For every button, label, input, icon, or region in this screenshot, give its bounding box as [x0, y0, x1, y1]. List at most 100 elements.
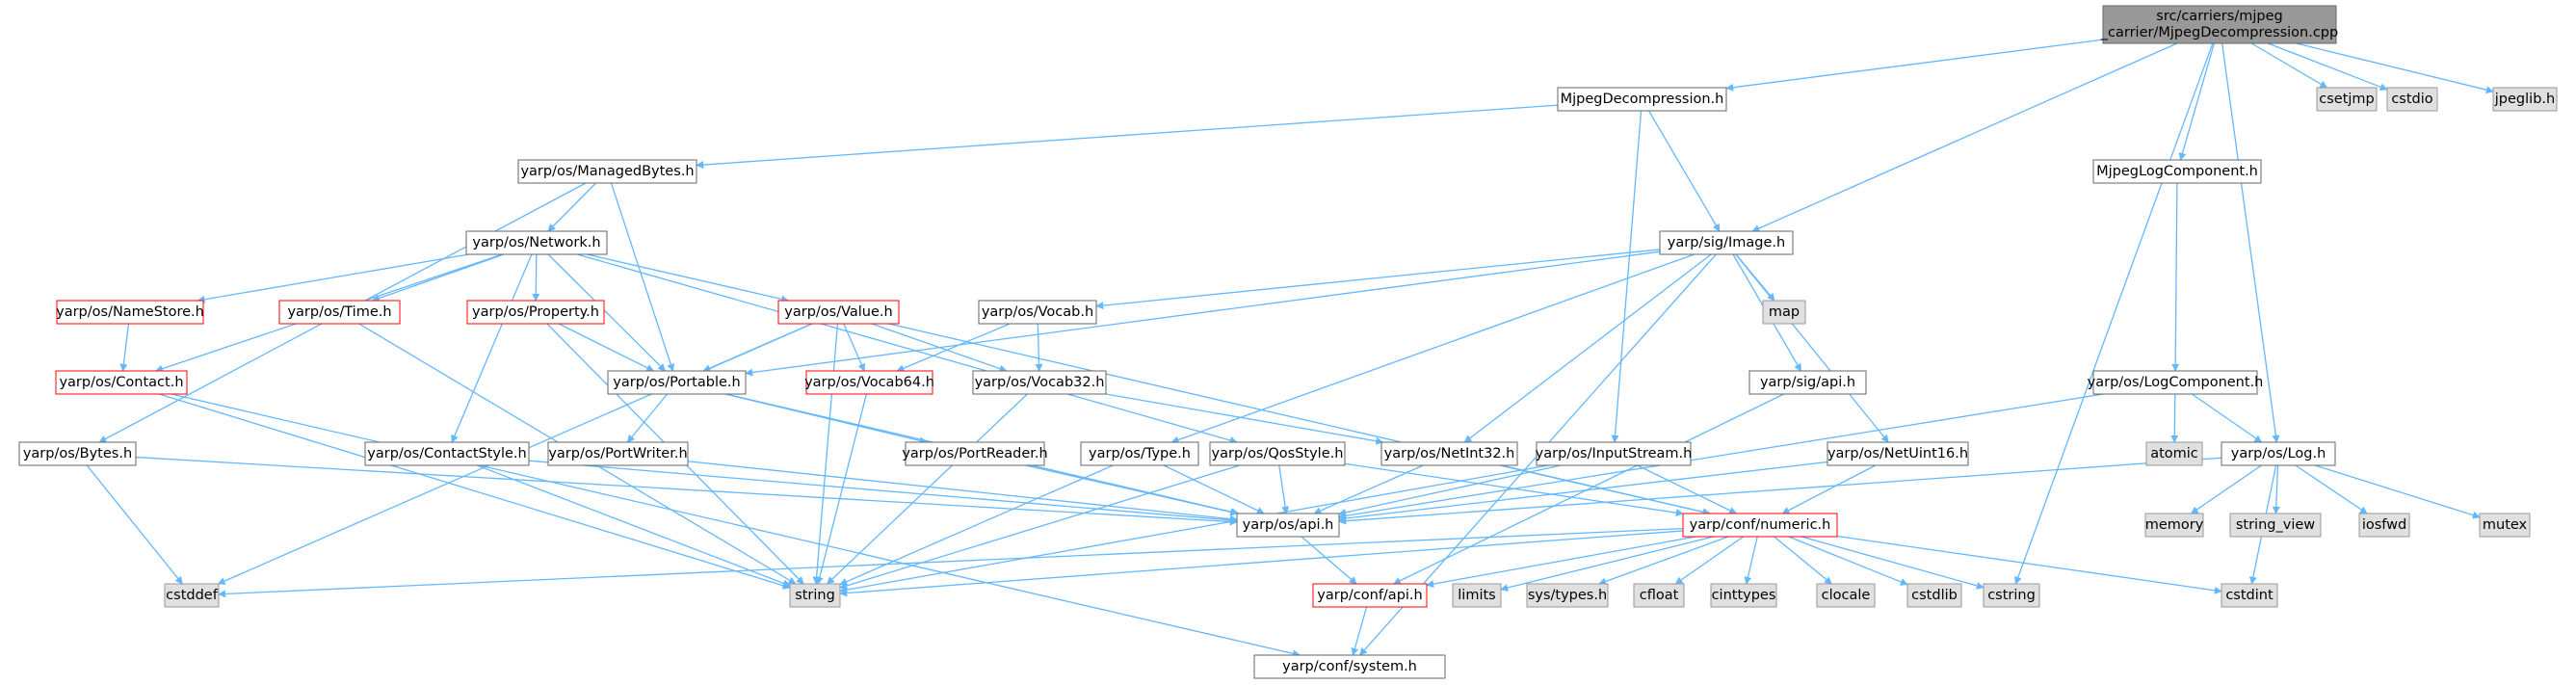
node-systypes: sys/types.h — [1526, 583, 1609, 608]
node-time[interactable]: yarp/os/Time.h — [278, 300, 401, 325]
node-system[interactable]: yarp/conf/system.h — [1253, 654, 1446, 679]
edge-root-to-log — [2221, 42, 2280, 443]
node-label: yarp/os/LogComponent.h — [2088, 375, 2264, 390]
node-value[interactable]: yarp/os/Value.h — [777, 300, 900, 325]
node-map: map — [1762, 300, 1806, 325]
node-numeric[interactable]: yarp/conf/numeric.h — [1682, 513, 1838, 538]
node-network[interactable]: yarp/os/Network.h — [465, 230, 608, 255]
node-label: yarp/sig/Image.h — [1668, 235, 1785, 250]
edge-bytes-to-osapi — [135, 456, 1238, 526]
node-box — [805, 370, 933, 395]
node-label: MjpegDecompression.h — [1561, 92, 1724, 107]
node-portable[interactable]: yarp/os/Portable.h — [607, 370, 747, 395]
edge-numeric-to-limits — [1500, 536, 1714, 592]
node-managed[interactable]: yarp/os/ManagedBytes.h — [517, 159, 697, 184]
edge-managed-to-network — [547, 182, 597, 232]
node-label: yarp/conf/numeric.h — [1690, 517, 1831, 533]
edge-root-to-image — [1751, 42, 2178, 232]
node-box — [56, 300, 204, 325]
node-inputstream[interactable]: yarp/os/InputStream.h — [1536, 441, 1693, 466]
edge-logcomp-to-atomic — [2170, 393, 2179, 443]
node-box — [1452, 583, 1502, 608]
node-box — [2102, 5, 2337, 44]
node-label: clocale — [1822, 588, 1871, 603]
node-label: yarp/os/PortReader.h — [902, 446, 1047, 461]
node-portwriter[interactable]: yarp/os/PortWriter.h — [547, 441, 689, 466]
node-label: cstdlib — [1911, 588, 1958, 603]
edge-portwriter-to-osapi — [687, 461, 1238, 523]
edge-numeric-to-cstddef — [218, 527, 1684, 598]
node-box — [1659, 230, 1794, 255]
edge-vocab32-to-netint32 — [1105, 393, 1384, 445]
node-label: yarp/os/Vocab.h — [982, 304, 1093, 320]
node-box — [1816, 583, 1876, 608]
node-csetjmp: csetjmp — [2316, 87, 2378, 112]
node-osapi[interactable]: yarp/os/api.h — [1236, 513, 1340, 538]
node-property[interactable]: yarp/os/Property.h — [466, 300, 605, 325]
node-box — [2092, 370, 2258, 395]
node-image[interactable]: yarp/sig/Image.h — [1659, 230, 1794, 255]
edge-netint32-to-numeric — [1499, 464, 1711, 516]
node-box — [364, 441, 530, 466]
node-contactstyle[interactable]: yarp/os/ContactStyle.h — [364, 441, 530, 466]
node-box — [517, 159, 697, 184]
node-qosstyle[interactable]: yarp/os/QosStyle.h — [1209, 441, 1346, 466]
edge-mjdec-to-inputstream — [1611, 110, 1643, 443]
node-label: string_view — [2236, 517, 2315, 533]
node-type[interactable]: yarp/os/Type.h — [1080, 441, 1199, 466]
edge-contact-to-string — [158, 393, 791, 590]
node-box — [978, 300, 1097, 325]
node-box — [1827, 441, 1969, 466]
node-label: src/carriers/mjpeg — [2156, 9, 2282, 24]
node-netuint16[interactable]: yarp/os/NetUint16.h — [1827, 441, 1969, 466]
node-box — [2092, 159, 2262, 184]
node-vocab[interactable]: yarp/os/Vocab.h — [978, 300, 1097, 325]
node-mjlog[interactable]: MjpegLogComponent.h — [2092, 159, 2262, 184]
edge-value-to-string — [812, 323, 839, 585]
edge-value-to-vocab64 — [843, 323, 866, 372]
node-confapi[interactable]: yarp/conf/api.h — [1312, 583, 1428, 608]
edge-bytes-to-cstddef — [86, 464, 183, 585]
node-box — [1762, 300, 1806, 325]
node-box — [1209, 441, 1346, 466]
node-box — [1557, 87, 1727, 112]
node-contact[interactable]: yarp/os/Contact.h — [55, 370, 188, 395]
node-bytes[interactable]: yarp/os/Bytes.h — [18, 441, 137, 466]
node-label: yarp/conf/system.h — [1282, 659, 1417, 674]
node-label: yarp/os/ContactStyle.h — [367, 446, 526, 461]
node-cstdlib: cstdlib — [1906, 583, 1962, 608]
edge-network-to-namestore — [197, 253, 469, 303]
edge-numeric-to-confapi — [1426, 536, 1696, 589]
node-box — [1748, 370, 1867, 395]
node-vocab64[interactable]: yarp/os/Vocab64.h — [804, 370, 934, 395]
edge-numeric-to-clocale — [1774, 536, 1832, 585]
node-label: mutex — [2483, 517, 2528, 533]
node-logcomp[interactable]: yarp/os/LogComponent.h — [2088, 370, 2264, 395]
node-label: yarp/os/InputStream.h — [1536, 446, 1693, 461]
node-vocab32[interactable]: yarp/os/Vocab32.h — [972, 370, 1107, 395]
node-mjdec[interactable]: MjpegDecompression.h — [1557, 87, 1727, 112]
node-box — [789, 583, 841, 608]
node-label: limits — [1458, 588, 1495, 603]
node-log[interactable]: yarp/os/Log.h — [2221, 441, 2336, 466]
node-box — [278, 300, 401, 325]
edge-netuint16-to-numeric — [1781, 464, 1877, 514]
node-root[interactable]: src/carriers/mjpeg_carrier/MjpegDecompre… — [2100, 5, 2338, 44]
node-cstddef: cstddef — [164, 583, 220, 608]
node-portreader[interactable]: yarp/os/PortReader.h — [902, 441, 1048, 466]
node-netint32[interactable]: yarp/os/NetInt32.h — [1380, 441, 1518, 466]
node-box — [2221, 583, 2278, 608]
node-namestore[interactable]: yarp/os/NameStore.h — [56, 300, 204, 325]
edge-root-to-mjlog — [2178, 42, 2215, 161]
node-box — [2229, 513, 2322, 538]
edge-namestore-to-contact — [119, 323, 130, 372]
node-label: yarp/os/PortWriter.h — [548, 446, 687, 461]
node-sigapi[interactable]: yarp/sig/api.h — [1748, 370, 1867, 395]
node-stringview: string_view — [2229, 513, 2322, 538]
edge-contactstyle-to-string — [476, 464, 791, 588]
node-box — [18, 441, 137, 466]
edge-osapi-to-confapi — [1301, 536, 1357, 585]
node-label: yarp/os/Portable.h — [613, 375, 740, 390]
edge-log-to-mutex — [2314, 464, 2481, 519]
